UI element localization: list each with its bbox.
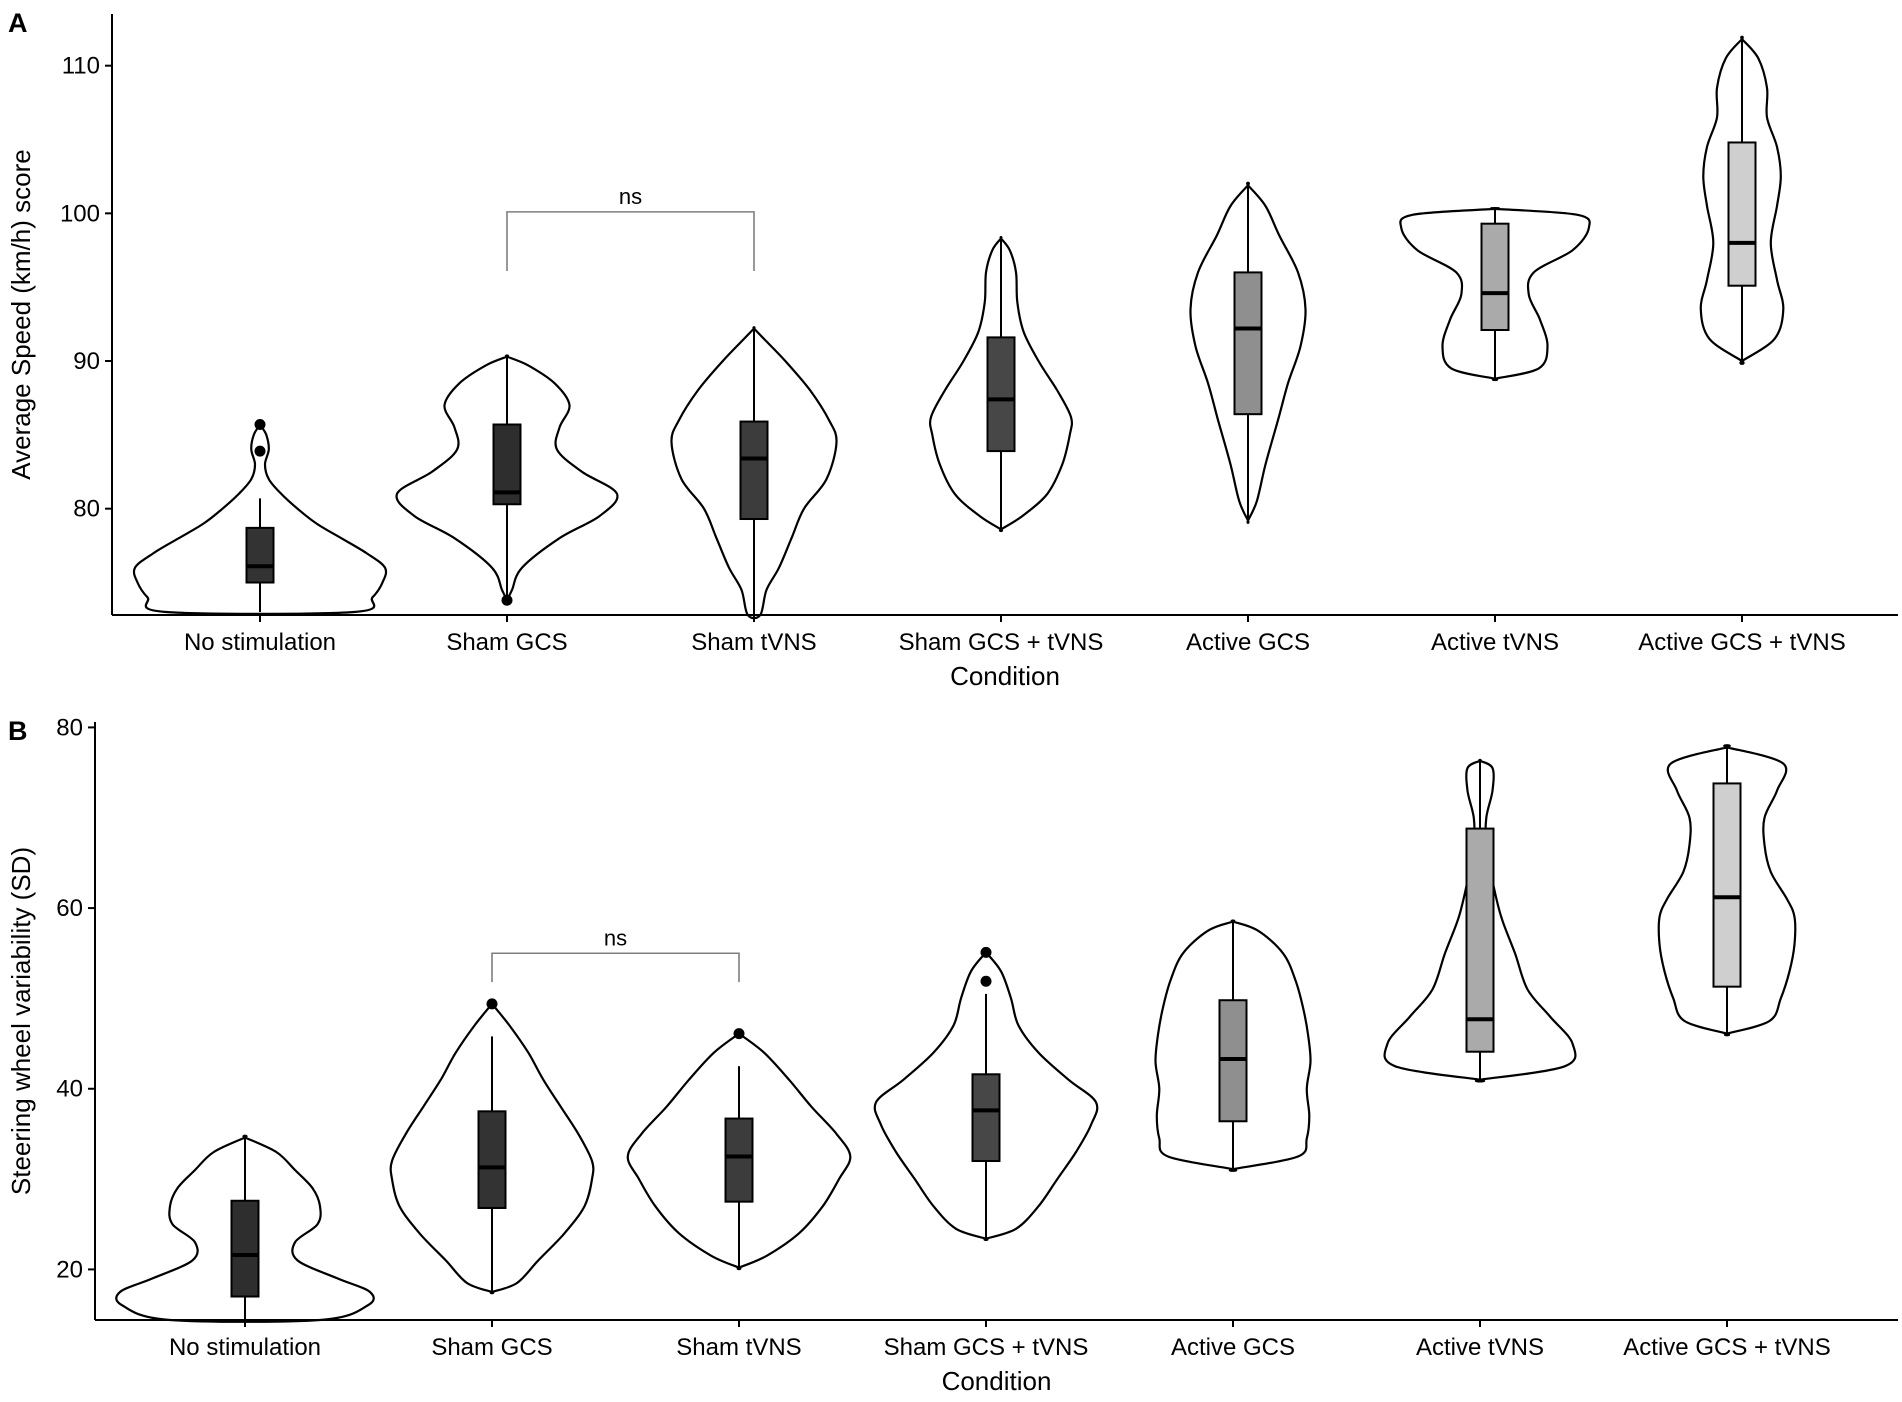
panel-a-box — [1233, 271, 1263, 416]
panel-a-outlier-point — [254, 445, 266, 457]
panel-a-outlier-point — [254, 419, 266, 431]
panel-b-outlier-point — [980, 946, 992, 958]
panel-a-x-tick-label: Sham GCS + tVNS — [899, 629, 1104, 656]
panel-a-x-tick-label: Active GCS + tVNS — [1638, 629, 1845, 656]
panel-b-x-tick-label: Active tVNS — [1416, 1334, 1544, 1361]
panel-b-x-tick-label: Active GCS + tVNS — [1623, 1334, 1830, 1361]
panel-a-label: A — [8, 8, 28, 38]
panel-a-y-tick-label: 80 — [73, 496, 100, 523]
panel-a-box — [1727, 141, 1757, 287]
panel-b-box — [230, 1199, 260, 1298]
panel-b-box — [971, 1073, 1001, 1163]
panel-b-y-tick-label: 20 — [56, 1256, 83, 1283]
panel-a-box — [739, 420, 769, 521]
panel-a-significance-label: ns — [619, 184, 642, 209]
panel-b-x-axis-title: Condition — [942, 1366, 1052, 1396]
panel-a-x-tick-label: Sham GCS — [446, 629, 567, 656]
panel-a-y-tick-label: 110 — [62, 53, 100, 80]
panel-b-y-tick-label: 60 — [56, 895, 83, 922]
panel-b-x-tick-label: Sham tVNS — [676, 1334, 801, 1361]
panel-a-y-tick-label: 90 — [73, 348, 100, 375]
panel-a-box — [1480, 222, 1510, 332]
panel-b-x-tick-label: Sham GCS + tVNS — [884, 1334, 1089, 1361]
panel-b-y-axis-title: Steering wheel variability (SD) — [6, 847, 36, 1195]
panel-b-x-tick-label: No stimulation — [169, 1334, 321, 1361]
panel-a-x-tick-label: Active tVNS — [1431, 629, 1559, 656]
panel-b-label: B — [8, 716, 28, 746]
panel-b-x-tick-label: Sham GCS — [431, 1334, 552, 1361]
panel-b-y-tick-label: 40 — [56, 1076, 83, 1103]
panel-b-box — [1712, 782, 1742, 988]
panel-a-box — [245, 526, 275, 584]
panel-a-x-tick-label: Active GCS — [1186, 629, 1310, 656]
panel-b-significance-label: ns — [604, 925, 627, 950]
panel-b-outlier-point — [980, 975, 992, 987]
panel-b-box — [1465, 827, 1495, 1053]
panel-b-x-tick-label: Active GCS — [1171, 1334, 1295, 1361]
panel-a-y-tick-label: 100 — [60, 200, 100, 227]
panel-b-outlier-point — [486, 998, 498, 1010]
panel-a-significance-bracket — [506, 211, 755, 271]
panel-a-x-tick-label: No stimulation — [184, 629, 336, 656]
panel-b-box — [724, 1117, 754, 1203]
panel-b-box — [477, 1110, 507, 1209]
panel-a-outlier-point — [501, 594, 513, 606]
panel-a-box — [986, 336, 1016, 453]
panel-a-y-axis-title: Average Speed (km/h) score — [6, 149, 36, 479]
panel-a-x-tick-label: Sham tVNS — [691, 629, 816, 656]
panel-b-y-tick-label: 80 — [56, 714, 83, 741]
panel-b-outlier-point — [733, 1028, 745, 1040]
panel-b-significance-bracket — [491, 952, 740, 983]
panel-a-x-axis-title: Condition — [950, 661, 1060, 691]
